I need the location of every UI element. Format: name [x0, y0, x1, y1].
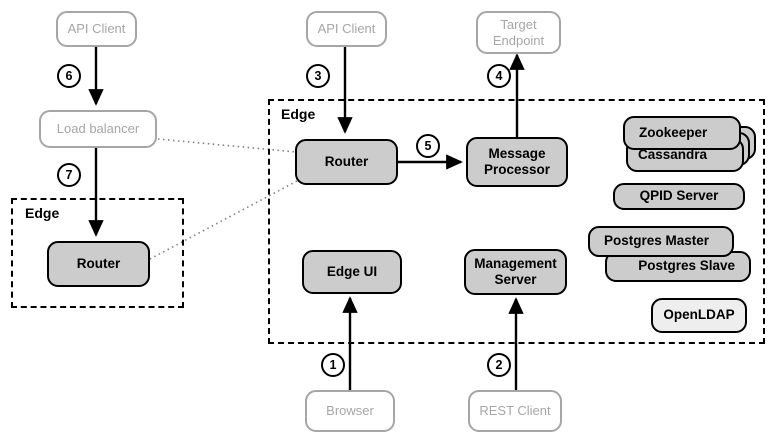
- node-qpid-server-label: QPID Server: [639, 188, 719, 204]
- node-openldap[interactable]: OpenLDAP: [651, 298, 747, 333]
- node-zookeeper[interactable]: Zookeeper: [623, 116, 741, 150]
- node-load-balancer[interactable]: Load balancer: [39, 110, 157, 148]
- node-api-client-left-label: API Client: [67, 21, 126, 37]
- badge-step-7: 7: [57, 163, 81, 187]
- badge-step-4-label: 4: [495, 68, 503, 83]
- node-cassandra-label: Cassandra: [638, 146, 708, 162]
- node-router-right-label: Router: [324, 153, 369, 169]
- group-edge-right: [268, 99, 765, 344]
- badge-step-5-label: 5: [424, 138, 432, 153]
- node-edge-ui[interactable]: Edge UI: [302, 250, 402, 294]
- node-browser-label: Browser: [326, 403, 374, 419]
- badge-step-1: 1: [321, 353, 345, 377]
- node-api-client-left[interactable]: API Client: [56, 11, 137, 47]
- badge-step-2-label: 2: [495, 357, 503, 372]
- badge-step-2: 2: [487, 353, 511, 377]
- badge-step-4: 4: [487, 64, 511, 88]
- node-postgres-master-label: Postgres Master: [604, 233, 710, 249]
- node-router-right[interactable]: Router: [295, 139, 398, 185]
- badge-step-5: 5: [416, 134, 440, 158]
- badge-step-6: 6: [57, 64, 81, 88]
- node-router-left[interactable]: Router: [47, 241, 150, 287]
- node-zookeeper-label: Zookeeper: [639, 124, 708, 140]
- node-qpid-server[interactable]: QPID Server: [613, 183, 745, 210]
- node-rest-client[interactable]: REST Client: [468, 390, 562, 432]
- node-message-processor-line2: Processor: [483, 162, 551, 177]
- node-target-endpoint[interactable]: Target Endpoint: [476, 11, 561, 54]
- badge-step-1-label: 1: [329, 357, 337, 372]
- node-postgres-slave-label: Postgres Slave: [638, 258, 735, 274]
- badge-step-7-label: 7: [65, 167, 73, 182]
- group-edge-left-label: Edge: [25, 205, 60, 221]
- node-rest-client-label: REST Client: [479, 403, 551, 419]
- node-openldap-label: OpenLDAP: [663, 307, 735, 323]
- node-message-processor-line1: Message: [488, 145, 546, 161]
- node-target-endpoint-line1: Target: [500, 16, 537, 32]
- badge-step-3: 3: [306, 64, 330, 88]
- badge-step-3-label: 3: [314, 68, 322, 83]
- group-edge-right-label: Edge: [281, 106, 316, 122]
- node-management-server[interactable]: Management Server: [464, 249, 567, 295]
- node-management-server-line2: Server: [494, 272, 537, 287]
- node-browser[interactable]: Browser: [305, 390, 395, 432]
- node-management-server-line1: Management: [474, 255, 557, 271]
- group-edge-left: [11, 198, 184, 308]
- badge-step-6-label: 6: [65, 68, 73, 83]
- node-edge-ui-label: Edge UI: [326, 263, 378, 279]
- node-message-processor[interactable]: Message Processor: [466, 137, 568, 187]
- node-postgres-master[interactable]: Postgres Master: [588, 226, 734, 257]
- node-api-client-mid[interactable]: API Client: [306, 11, 387, 47]
- node-load-balancer-label: Load balancer: [56, 121, 140, 137]
- node-target-endpoint-line2: Endpoint: [492, 32, 545, 48]
- node-router-left-label: Router: [76, 255, 121, 271]
- node-api-client-mid-label: API Client: [317, 21, 376, 37]
